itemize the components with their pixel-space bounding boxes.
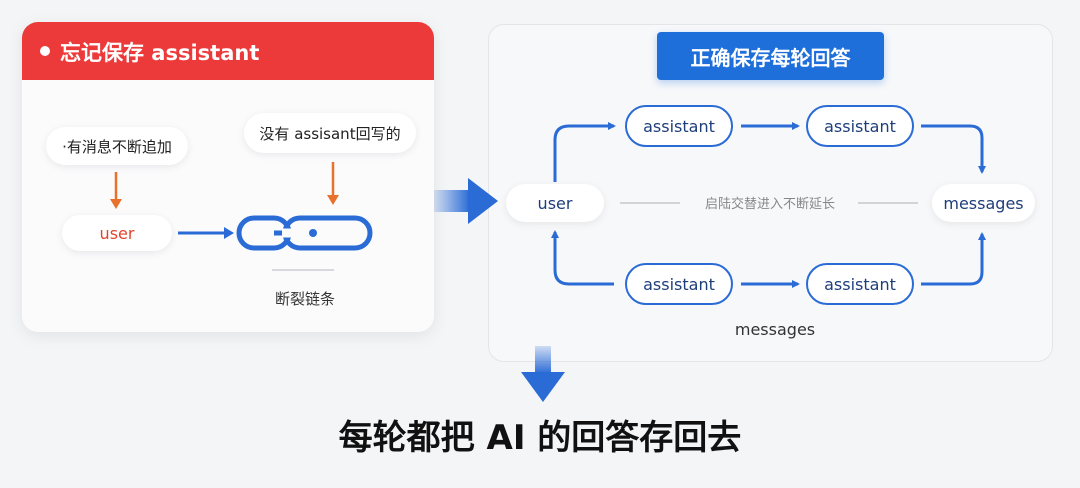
- assistant-node-bottom-2: assistant: [806, 263, 914, 305]
- messages-to-assistant-bottom-arrow: [921, 232, 986, 286]
- right-arrow-icon: [434, 178, 498, 224]
- left-user-node: user: [62, 215, 172, 251]
- user-to-assistant-top-arrow: [553, 122, 616, 182]
- assistant-node-bottom-1: assistant: [625, 263, 733, 305]
- broken-chain-icon: [236, 215, 373, 251]
- assistant-to-user-bottom-arrow: [551, 230, 614, 286]
- assistant-node-top-2: assistant: [806, 105, 914, 147]
- orange-down-arrow-2: [327, 162, 339, 205]
- down-arrow-icon: [521, 346, 565, 402]
- right-user-node: user: [506, 184, 604, 222]
- assistant-node-top-1: assistant: [625, 105, 733, 147]
- messages-caption: messages: [734, 320, 816, 339]
- left-panel-title: 忘记保存 assistant: [60, 41, 260, 65]
- broken-chain-label: 断裂链条: [274, 290, 335, 308]
- orange-down-arrow-1: [110, 172, 122, 209]
- left-panel-header: 忘记保存 assistant: [22, 22, 434, 80]
- note-messages-appended: ·有消息不断追加: [46, 127, 188, 165]
- bottom-caption: 每轮都把 AI 的回答存回去: [338, 418, 742, 458]
- alternation-label: 启陆交替进入不断延长: [704, 197, 835, 212]
- right-panel-title: 正确保存每轮回答: [657, 32, 884, 80]
- left-panel: 忘记保存 assistant: [22, 22, 434, 332]
- messages-node: messages: [932, 184, 1035, 222]
- user-to-chain-arrow: [178, 227, 234, 239]
- assistant-to-messages-top-arrow: [921, 124, 986, 174]
- note-no-assistant-writeback: 没有 assisant回写的: [244, 113, 416, 153]
- bullet-dot-icon: [40, 46, 50, 56]
